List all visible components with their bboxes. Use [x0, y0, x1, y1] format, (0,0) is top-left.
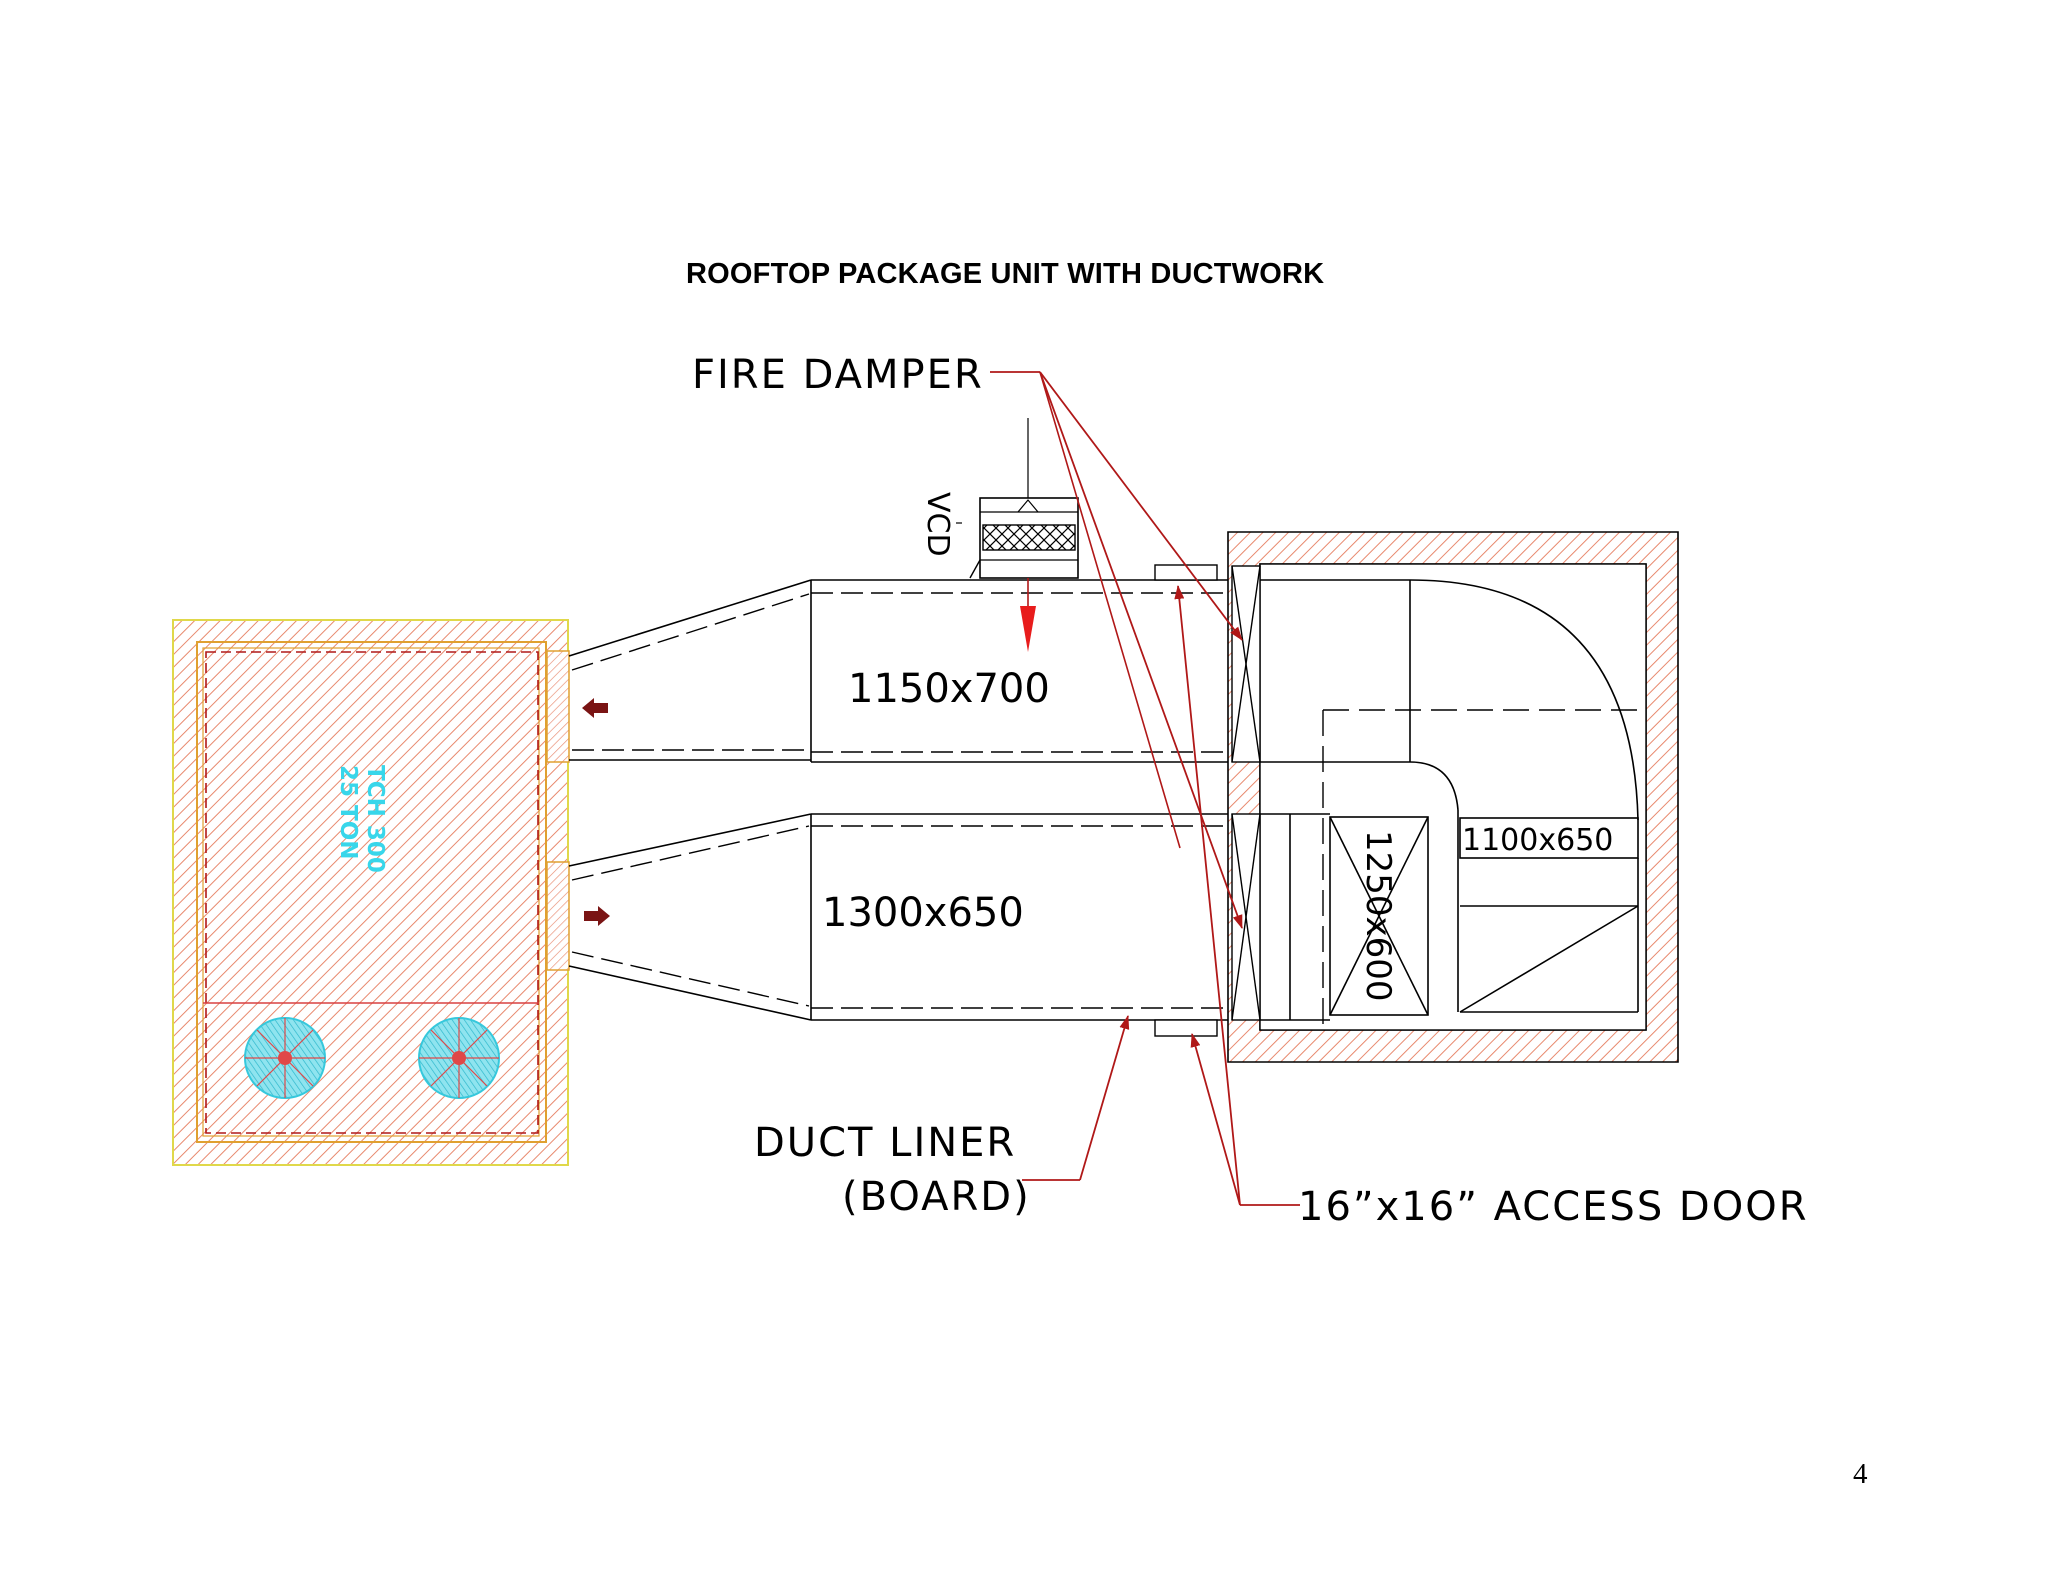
duct-liner-sublabel: (BOARD)	[842, 1174, 1031, 1220]
duct-liner-label: DUCT LINER	[754, 1120, 1016, 1166]
plenum-box	[1227, 531, 1679, 1063]
supply-duct	[568, 813, 1290, 1021]
unit-model-label: TCH 300	[362, 765, 388, 873]
duct-liner-leader	[1022, 1015, 1130, 1181]
rooftop-unit: TCH 300 25 TON	[172, 619, 610, 1166]
return-airflow-arrow-icon	[582, 698, 608, 718]
volume-control-damper: VCD	[920, 418, 1079, 652]
condenser-fan-icon	[244, 1017, 326, 1099]
fire-damper-leaders	[990, 371, 1243, 929]
unit-capacity-label: 25 TON	[335, 765, 361, 860]
access-door-top	[1154, 564, 1218, 581]
return-duct-size: 1150x700	[848, 666, 1050, 712]
supply-duct-size: 1300x650	[822, 890, 1024, 936]
condenser-fan-icon	[418, 1017, 500, 1099]
supply-airflow-arrow-icon	[584, 906, 610, 926]
fire-damper-label: FIRE DAMPER	[692, 352, 984, 398]
vcd-label: VCD	[920, 492, 955, 557]
access-door-leaders	[1174, 585, 1300, 1206]
branch-size: 1250x600	[1358, 830, 1398, 1002]
access-door-label: 16”x16” ACCESS DOOR	[1298, 1184, 1808, 1230]
elbow-size: 1100x650	[1462, 823, 1613, 858]
page-title: ROOFTOP PACKAGE UNIT WITH DUCTWORK	[686, 258, 1325, 290]
page-number: 4	[1853, 1458, 1868, 1490]
access-door-bottom	[1154, 1019, 1218, 1037]
